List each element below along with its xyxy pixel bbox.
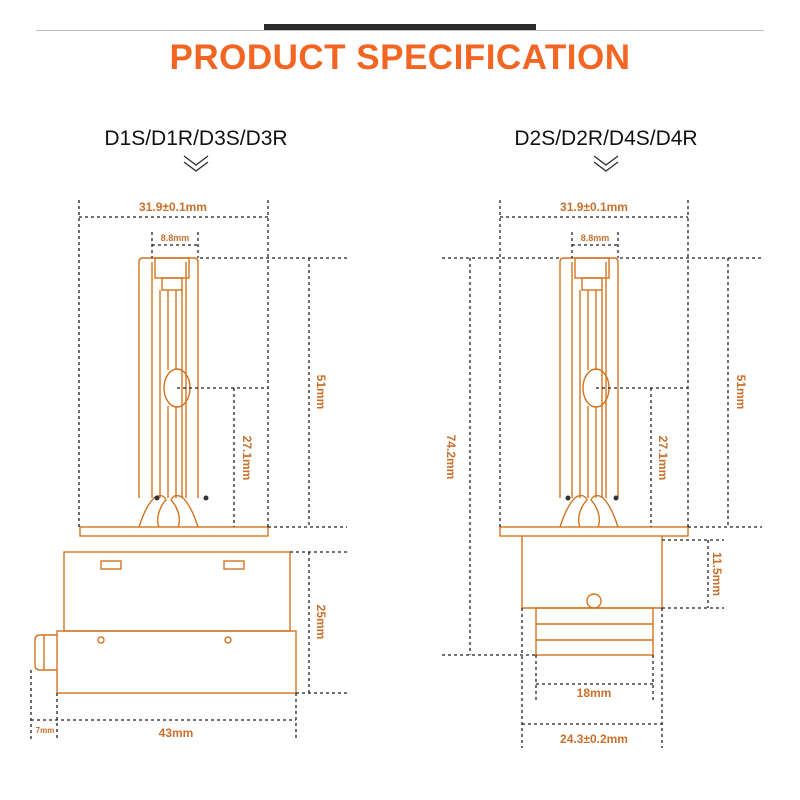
left-top-width-label: 31.9±0.1mm — [139, 200, 207, 214]
right-model-label: D2S/D2R/D4S/D4R — [514, 127, 698, 150]
right-arc-height-label: 27.1mm — [656, 436, 670, 481]
page-title: PRODUCT SPECIFICATION — [169, 38, 631, 77]
right-total-height-label: 74.2mm — [444, 435, 458, 480]
right-pin-width-label: 8.8mm — [581, 233, 610, 243]
left-connector-width-label: 7mm — [36, 726, 55, 735]
right-base-width-label: 24.3±0.2mm — [560, 732, 628, 746]
right-base-height-label: 11.5mm — [710, 552, 724, 596]
right-glass-height-label: 51mm — [734, 375, 748, 410]
left-chevron-icon — [183, 155, 209, 172]
left-model-label: D1S/D1R/D3S/D3R — [104, 127, 288, 150]
right-chevron-icon — [593, 155, 619, 172]
left-arc-height-label: 27.1mm — [240, 436, 254, 481]
left-glass-height-label: 51mm — [314, 375, 328, 410]
header-rule — [36, 30, 764, 31]
right-bulb-drawing: 31.9±0.1mm 8.8mm 51mm 27.1mm 74.2mm 11.5… — [442, 200, 762, 748]
right-top-width-label: 31.9±0.1mm — [560, 200, 628, 214]
header-bar — [264, 24, 536, 31]
right-socket-width-label: 18mm — [577, 686, 612, 700]
left-base-width-label: 43mm — [159, 726, 194, 740]
left-pin-width-label: 8.8mm — [161, 233, 190, 243]
left-bulb-drawing: 31.9±0.1mm 8.8mm 51mm 27.1mm 25mm 43mm 7… — [30, 200, 347, 740]
left-base-height-label: 25mm — [314, 605, 328, 640]
